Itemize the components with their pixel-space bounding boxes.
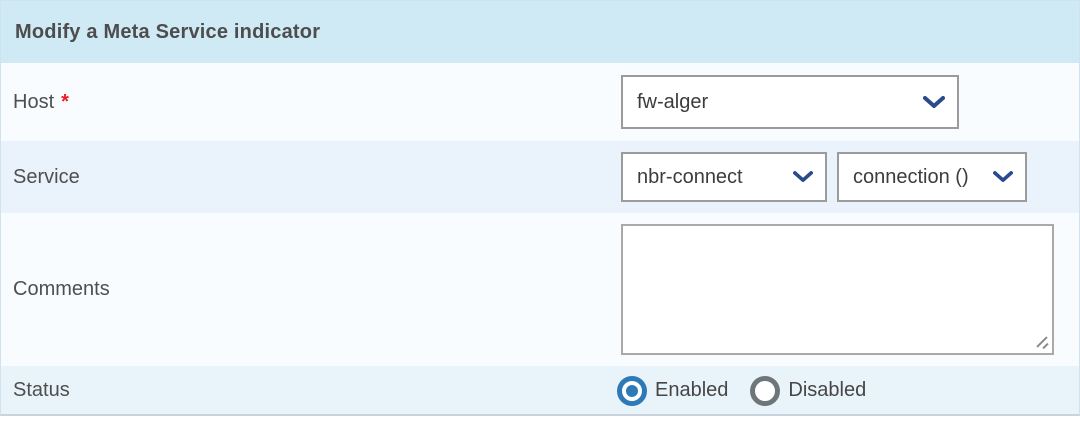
service-row: Service nbr-connect connection () [1, 141, 1079, 213]
comments-label-cell: Comments [1, 278, 621, 301]
status-field-cell: Enabled Disabled [617, 375, 1079, 406]
radio-unselected-icon[interactable] [750, 375, 781, 406]
metric-select[interactable]: connection () [837, 152, 1027, 202]
host-select-value: fw-alger [637, 90, 709, 113]
status-label-cell: Status [1, 379, 621, 402]
comments-row: Comments [1, 213, 1079, 366]
host-select[interactable]: fw-alger [621, 75, 959, 129]
chevron-down-icon [993, 171, 1013, 182]
status-row: Status Enabled Disabled [1, 366, 1079, 414]
service-select[interactable]: nbr-connect [621, 152, 827, 202]
comments-textarea[interactable] [621, 224, 1054, 355]
status-radio-group: Enabled Disabled [617, 375, 867, 406]
host-field-cell: fw-alger [621, 75, 1079, 129]
host-label: Host [13, 90, 55, 113]
status-disabled-option[interactable]: Disabled [750, 375, 867, 406]
form-header: Modify a Meta Service indicator [1, 1, 1079, 63]
page-title: Modify a Meta Service indicator [15, 20, 321, 43]
required-asterisk: * [61, 90, 69, 113]
status-enabled-label: Enabled [655, 379, 729, 401]
radio-selected-icon[interactable] [617, 375, 647, 406]
comments-textarea-wrap [621, 224, 1054, 355]
host-label-cell: Host * [1, 91, 621, 114]
status-label: Status [13, 379, 70, 401]
comments-label: Comments [13, 278, 110, 300]
status-enabled-option[interactable]: Enabled [617, 375, 729, 406]
service-label-cell: Service [1, 166, 621, 189]
chevron-down-icon [923, 95, 945, 108]
host-row: Host * fw-alger [1, 63, 1079, 141]
service-label: Service [13, 165, 80, 188]
service-field-cell: nbr-connect connection () [621, 152, 1079, 202]
metric-select-value: connection () [853, 165, 969, 188]
service-select-value: nbr-connect [637, 165, 743, 188]
chevron-down-icon [793, 171, 813, 182]
comments-field-cell [621, 224, 1079, 355]
status-disabled-label: Disabled [788, 379, 867, 401]
